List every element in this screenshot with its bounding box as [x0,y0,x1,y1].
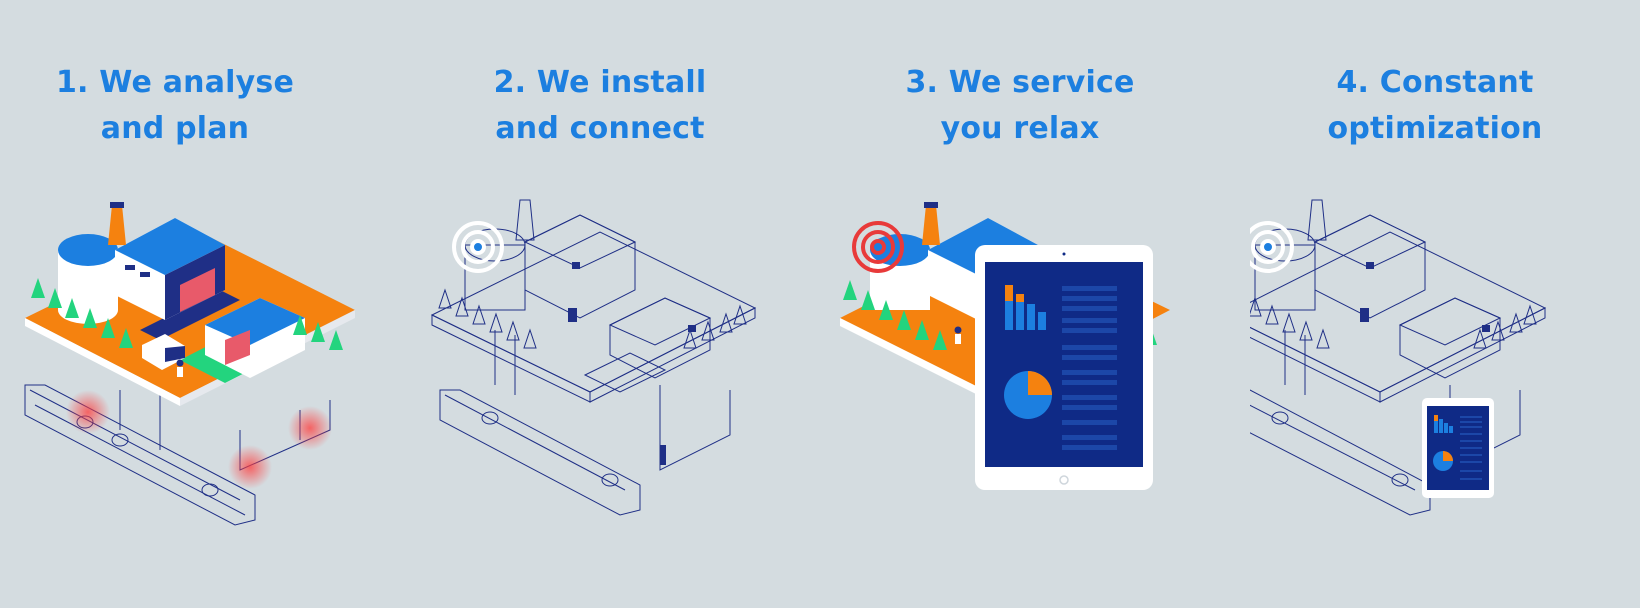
factory-outline-icon [430,199,757,516]
pie-chart-icon [1433,451,1453,471]
step-analyse-plan: 1. We analyse and plan [0,0,370,608]
step-title: 4. Constant optimization [1235,60,1635,152]
tablet-dashboard-icon [1422,398,1494,498]
step-title-line-2: and plan [100,111,250,146]
factory-outline-icon [1250,199,1547,516]
pie-chart-icon [1004,371,1052,419]
tablet-dashboard-icon [975,245,1153,490]
factory-icon [115,218,225,320]
step-title-line-2: optimization [1327,111,1543,146]
leak-spot-icon [288,406,332,450]
factory-illustration [24,202,355,526]
sensor-icon [568,262,696,465]
van-icon [142,334,185,370]
signal-target-icon [1250,221,1294,273]
step-title: 1. We analyse and plan [0,60,360,152]
leak-spot-icon [228,445,272,489]
step-title: 3. We service you relax [830,60,1210,152]
factory-with-tablet-illustration [840,202,1170,490]
step-title-line-2: and connect [495,111,705,146]
tree-icon [31,278,343,350]
factory-outline-with-tablet-illustration [1250,199,1547,516]
step-constant-optimization: 4. Constant optimization [1250,0,1640,608]
bar-chart-icon [1434,415,1453,433]
signal-target-icon [452,221,504,273]
leak-spot-icon [66,390,110,434]
person-icon [176,359,184,377]
step-title-line-1: 1. We analyse [55,65,294,100]
factory-outline-illustration [430,199,757,516]
chimney-icon [108,202,126,245]
step-title-line-1: 2. We install [493,65,707,100]
alert-target-icon [852,221,904,273]
step-title-line-1: 3. We service [905,65,1135,100]
step-title: 2. We install and connect [420,60,780,152]
silo-icon [58,234,118,324]
factory-icon [205,298,305,378]
step-title-line-1: 4. Constant [1336,65,1534,100]
step-title-line-2: you relax [940,111,1100,146]
step-install-connect: 2. We install and connect [420,0,800,608]
step-service-relax: 3. We service you relax [840,0,1220,608]
sensor-icon [1360,262,1490,332]
bar-chart-icon [1005,285,1046,330]
